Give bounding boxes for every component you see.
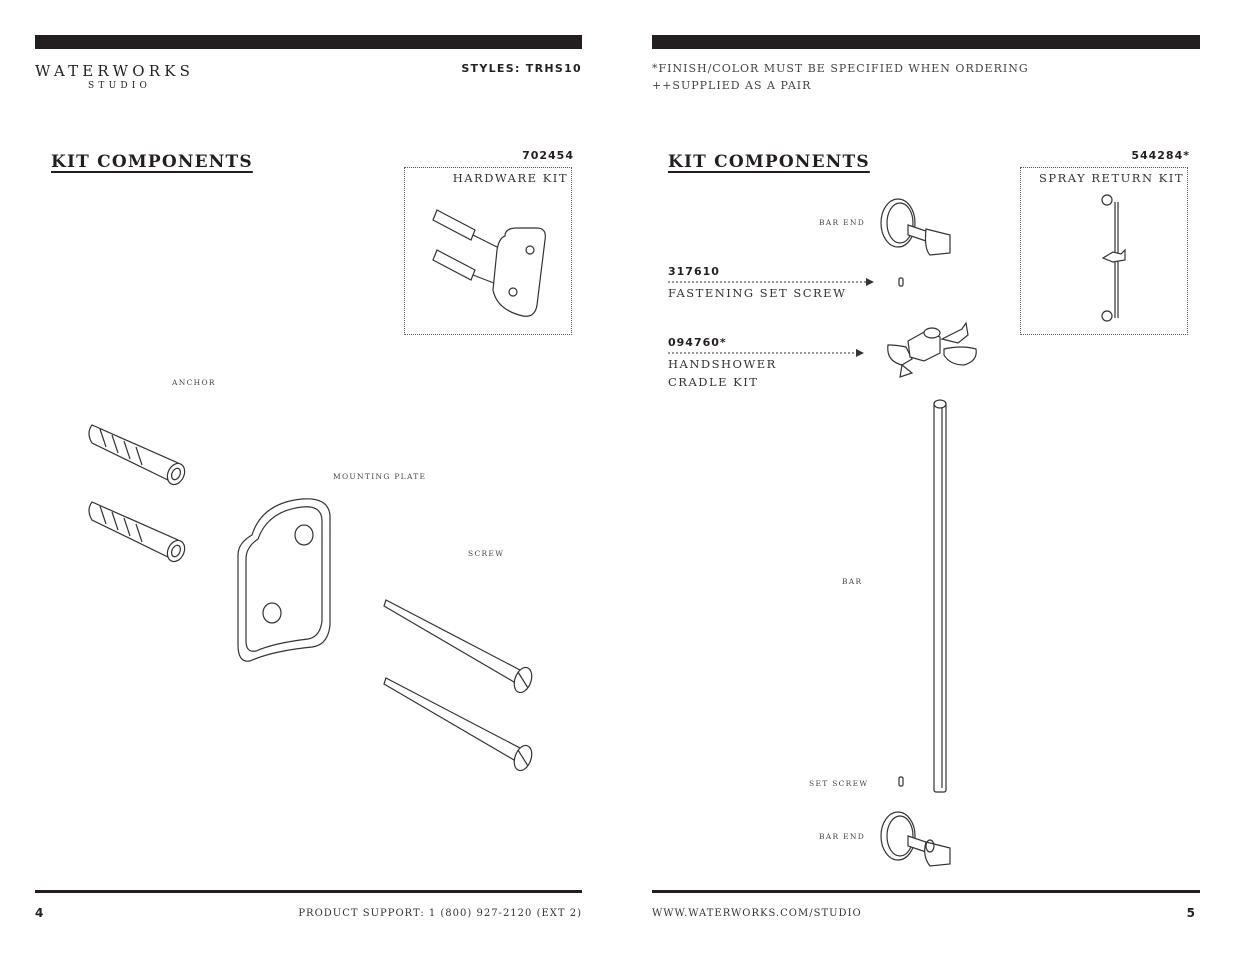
product-support: PRODUCT SUPPORT: 1 (800) 927-2120 (EXT 2… xyxy=(298,908,582,919)
footer-rule-right xyxy=(652,890,1200,893)
anchor-label: ANCHOR xyxy=(172,378,216,387)
bar-end-bottom-illustration xyxy=(880,811,951,867)
top-bar-right xyxy=(652,35,1200,49)
bar-end-top-label: BAR END xyxy=(819,218,866,227)
cradle-part-number: 094760* xyxy=(668,336,727,349)
section-title-left: KIT COMPONENTS xyxy=(51,152,253,172)
fastening-name: FASTENING SET SCREW xyxy=(668,286,847,300)
footer-rule-left xyxy=(35,890,582,893)
spray-return-kit-box: SPRAY RETURN KIT xyxy=(1020,167,1188,335)
cradle-illustration xyxy=(887,321,977,378)
hardware-kit-box: HARDWARE KIT xyxy=(404,167,572,335)
screw-illustration xyxy=(383,599,533,772)
bar-end-top-illustration xyxy=(880,198,951,256)
hardware-kit-part-number: 702454 xyxy=(522,149,574,162)
fastening-leader-arrow xyxy=(668,277,904,287)
ordering-note: *FINISH/COLOR MUST BE SPECIFIED WHEN ORD… xyxy=(652,62,1029,75)
top-bar-left xyxy=(35,35,582,49)
logo-wordmark: WATERWORKS xyxy=(35,62,195,80)
cradle-name-line1: HANDSHOWER xyxy=(668,357,777,371)
spray-return-kit-part-number: 544284* xyxy=(1131,149,1190,162)
pair-note: ++SUPPLIED AS A PAIR xyxy=(652,79,812,92)
bar-illustration xyxy=(933,399,947,793)
page-number-left: 4 xyxy=(35,906,44,920)
cradle-name-line2: CRADLE KIT xyxy=(668,375,759,389)
anchor-illustration xyxy=(88,424,186,563)
mounting-plate-illustration xyxy=(237,498,331,662)
spray-return-kit-name: SPRAY RETURN KIT xyxy=(1039,171,1184,185)
spray-return-kit-illustration xyxy=(1101,194,1126,322)
set-screw-label: SET SCREW xyxy=(809,779,869,788)
screw-label: SCREW xyxy=(468,549,505,558)
website-link[interactable]: WWW.WATERWORKS.COM/STUDIO xyxy=(652,908,862,919)
bar-label: BAR xyxy=(842,577,863,586)
mounting-plate-label: MOUNTING PLATE xyxy=(333,472,427,481)
cradle-leader-arrow xyxy=(668,349,864,357)
logo-subtitle: STUDIO xyxy=(88,81,152,91)
set-screw-illustration xyxy=(898,776,904,787)
hardware-kit-name: HARDWARE KIT xyxy=(452,171,568,185)
section-title-right: KIT COMPONENTS xyxy=(668,152,870,172)
bar-end-bottom-label: BAR END xyxy=(819,832,866,841)
hardware-kit-illustration xyxy=(432,209,546,317)
styles-label: STYLES: TRHS10 xyxy=(461,62,582,75)
page-number-right: 5 xyxy=(1186,906,1195,920)
fastening-part-number: 317610 xyxy=(668,265,720,278)
